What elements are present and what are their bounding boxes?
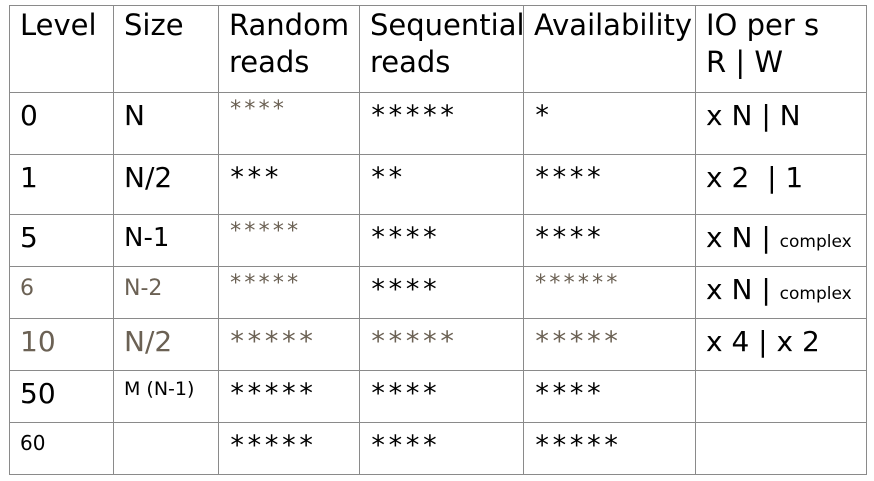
cell-availability: **** [523,370,696,423]
header-size: Size [113,5,219,93]
table-row: 10 N/2 ***** ***** ***** x 4 | x 2 [9,318,867,371]
cell-random-reads: ***** [218,370,360,423]
cell-random-reads: ***** [218,422,360,475]
cell-io: x 2 | 1 [695,154,867,215]
cell-random-reads: **** [218,92,360,155]
table-row: 1 N/2 *** ** **** x 2 | 1 [9,154,867,215]
header-availability: Availability [523,5,696,93]
cell-sequential-reads: **** [359,214,524,267]
cell-io: x N | complex [695,214,867,267]
cell-size: N-1 [113,214,219,267]
cell-io: x 4 | x 2 [695,318,867,371]
cell-level: 5 [9,214,114,267]
cell-level: 1 [9,154,114,215]
cell-random-reads: *** [218,154,360,215]
cell-random-reads: ***** [218,214,360,267]
table-row: 50 M (N-1) ***** **** **** [9,370,867,423]
table-row: 60 ***** **** ***** [9,422,867,475]
cell-availability: * [523,92,696,155]
cell-io [695,422,867,475]
table-row: 0 N **** ***** * x N | N [9,92,867,155]
cell-io: x N | complex [695,266,867,319]
cell-level: 10 [9,318,114,371]
cell-availability: **** [523,154,696,215]
cell-size: N/2 [113,154,219,215]
table-row: 5 N-1 ***** **** **** x N | complex [9,214,867,267]
cell-availability: **** [523,214,696,267]
cell-sequential-reads: ** [359,154,524,215]
cell-sequential-reads: ***** [359,92,524,155]
cell-size: N [113,92,219,155]
cell-availability: ***** [523,318,696,371]
cell-level: 6 [9,266,114,319]
cell-level: 50 [9,370,114,423]
cell-size: M (N-1) [113,370,219,423]
cell-level: 0 [9,92,114,155]
cell-availability: ****** [523,266,696,319]
io-note: complex [779,232,852,252]
cell-random-reads: ***** [218,266,360,319]
cell-level: 60 [9,422,114,475]
cell-io: x N | N [695,92,867,155]
header-level: Level [9,5,114,93]
cell-sequential-reads: **** [359,370,524,423]
table-row: 6 N-2 ***** **** ****** x N | complex [9,266,867,319]
cell-size: N-2 [113,266,219,319]
io-note: complex [779,284,852,304]
cell-sequential-reads: ***** [359,318,524,371]
cell-random-reads: ***** [218,318,360,371]
cell-availability: ***** [523,422,696,475]
cell-sequential-reads: **** [359,422,524,475]
cell-size: N/2 [113,318,219,371]
cell-sequential-reads: **** [359,266,524,319]
cell-size [113,422,219,475]
cell-io [695,370,867,423]
